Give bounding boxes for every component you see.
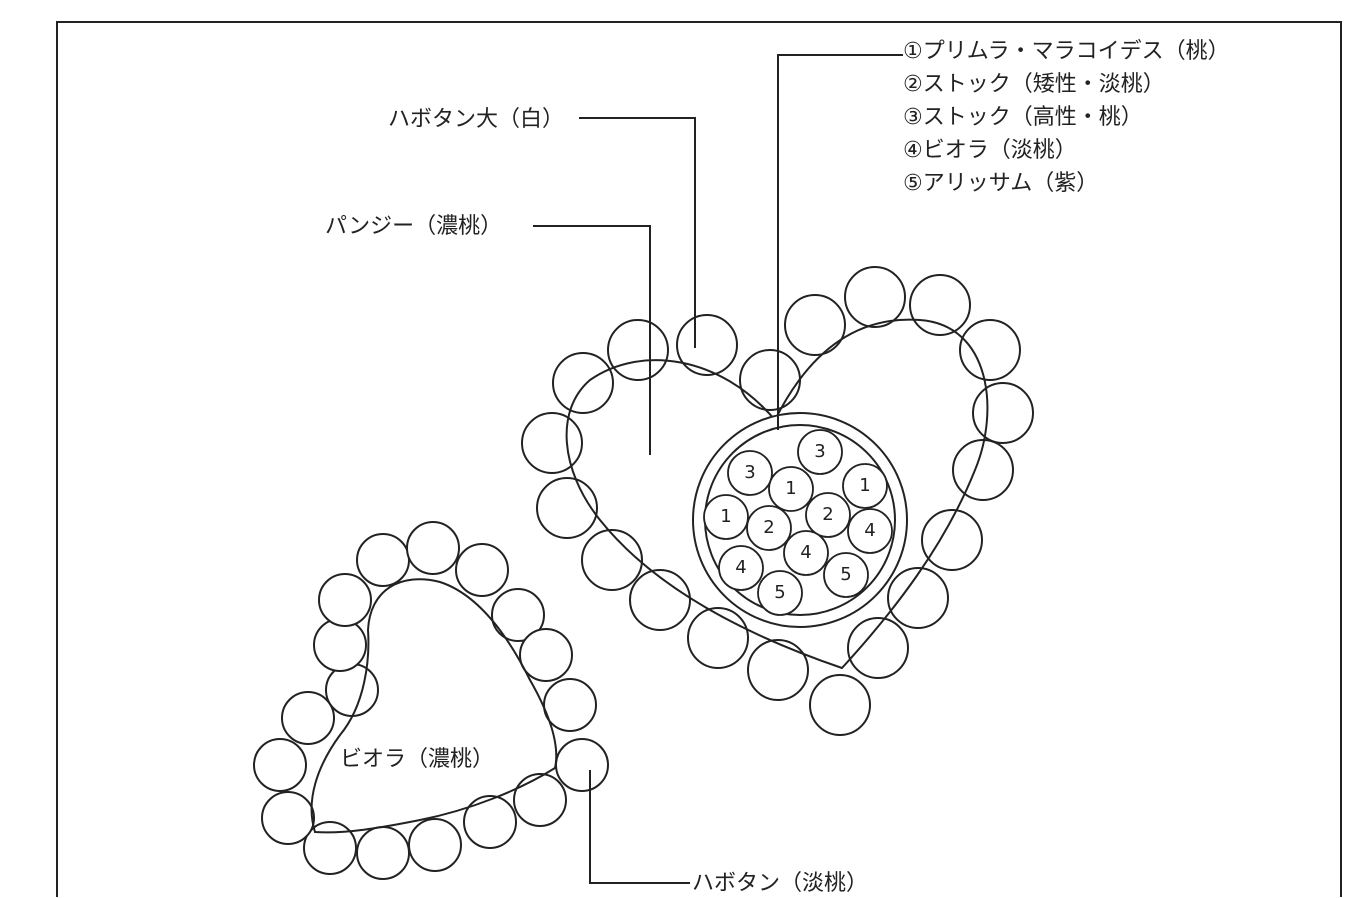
- habotan-plant: [844, 266, 906, 328]
- habotan-plant: [921, 509, 983, 571]
- center-plant: [746, 505, 792, 551]
- plant-number-label: 3: [744, 462, 755, 483]
- habotan-plant: [303, 821, 357, 875]
- center-plant: [847, 508, 893, 554]
- habotan-plant: [406, 521, 460, 575]
- plant-number-label: 4: [800, 542, 811, 563]
- center-plant: [718, 545, 764, 591]
- habotan-plant: [455, 543, 509, 597]
- plant-number-label: 5: [774, 582, 785, 603]
- habotan-plant: [847, 617, 909, 679]
- habotan-plant: [313, 618, 367, 672]
- habotan-plant: [784, 294, 846, 356]
- leader-habotan-large: [579, 117, 696, 348]
- habotan-plant: [809, 674, 871, 736]
- label-habotan-light-pink: ハボタン（淡桃）: [692, 871, 868, 896]
- habotan-plant: [629, 569, 691, 631]
- plant-number-label: 3: [814, 441, 825, 462]
- center-plant: [757, 570, 803, 616]
- legend-item-3: ③ストック（高性・桃）: [903, 105, 1143, 130]
- label-viola-dark-pink: ビオラ（濃桃）: [340, 747, 494, 772]
- habotan-plant: [959, 319, 1021, 381]
- habotan-plant: [253, 738, 307, 792]
- leader-habotan-small: [589, 770, 690, 884]
- habotan-plant: [887, 567, 949, 629]
- label-habotan-large-white: ハボタン大（白）: [388, 107, 564, 132]
- plant-number-label: 5: [840, 564, 851, 585]
- center-plant: [805, 492, 851, 538]
- habotan-plant: [972, 382, 1034, 444]
- habotan-plant: [552, 352, 614, 414]
- habotan-plant: [519, 628, 573, 682]
- label-pansy-dark-pink: パンジー（濃桃）: [325, 214, 502, 239]
- small-heart-outline: [310, 578, 558, 834]
- legend: ①プリムラ・マラコイデス（桃） ②ストック（矮性・淡桃） ③ストック（高性・桃）…: [903, 39, 1230, 196]
- center-plant: [823, 552, 869, 598]
- legend-item-2: ②ストック（矮性・淡桃）: [903, 72, 1165, 97]
- habotan-plant: [607, 319, 669, 381]
- habotan-plant: [356, 533, 410, 587]
- habotan-plant: [261, 791, 315, 845]
- center-plant: [797, 429, 843, 475]
- plant-number-label: 2: [763, 517, 774, 538]
- habotan-plant: [555, 738, 609, 792]
- habotan-plant: [318, 573, 372, 627]
- habotan-plant: [747, 639, 809, 701]
- habotan-plant: [356, 826, 410, 880]
- habotan-plant: [543, 678, 597, 732]
- center-plant: [783, 530, 829, 576]
- habotan-plant: [281, 691, 335, 745]
- legend-item-1: ①プリムラ・マラコイデス（桃）: [903, 39, 1230, 64]
- habotan-plant: [463, 795, 517, 849]
- habotan-plant: [491, 588, 545, 642]
- plant-number-label: 4: [864, 520, 875, 541]
- habotan-ring-large: [521, 266, 1034, 736]
- plant-number-label: 1: [859, 475, 870, 496]
- habotan-plant: [325, 663, 379, 717]
- center-plant: [727, 450, 773, 496]
- leader-legend: [777, 54, 903, 430]
- center-plant: [703, 494, 749, 540]
- habotan-plant: [521, 412, 583, 474]
- leader-pansy: [533, 225, 651, 455]
- habotan-plant: [909, 274, 971, 336]
- frame-border: [56, 21, 1342, 897]
- habotan-plant: [536, 477, 598, 539]
- habotan-plant: [581, 529, 643, 591]
- habotan-plant: [739, 349, 801, 411]
- habotan-ring-small: [253, 521, 609, 880]
- habotan-plant: [408, 818, 462, 872]
- small-heart-bed: [253, 521, 609, 880]
- center-plant: [842, 463, 888, 509]
- legend-item-5: ⑤アリッサム（紫）: [903, 171, 1098, 196]
- plant-number-label: 4: [735, 557, 746, 578]
- plant-number-label: 1: [785, 478, 796, 499]
- habotan-plant: [687, 607, 749, 669]
- plant-number-label: 1: [720, 506, 731, 527]
- legend-item-4: ④ビオラ（淡桃）: [903, 138, 1077, 163]
- plant-number-label: 2: [822, 504, 833, 525]
- habotan-plant: [513, 773, 567, 827]
- habotan-plant: [676, 314, 738, 376]
- center-plant: [768, 466, 814, 512]
